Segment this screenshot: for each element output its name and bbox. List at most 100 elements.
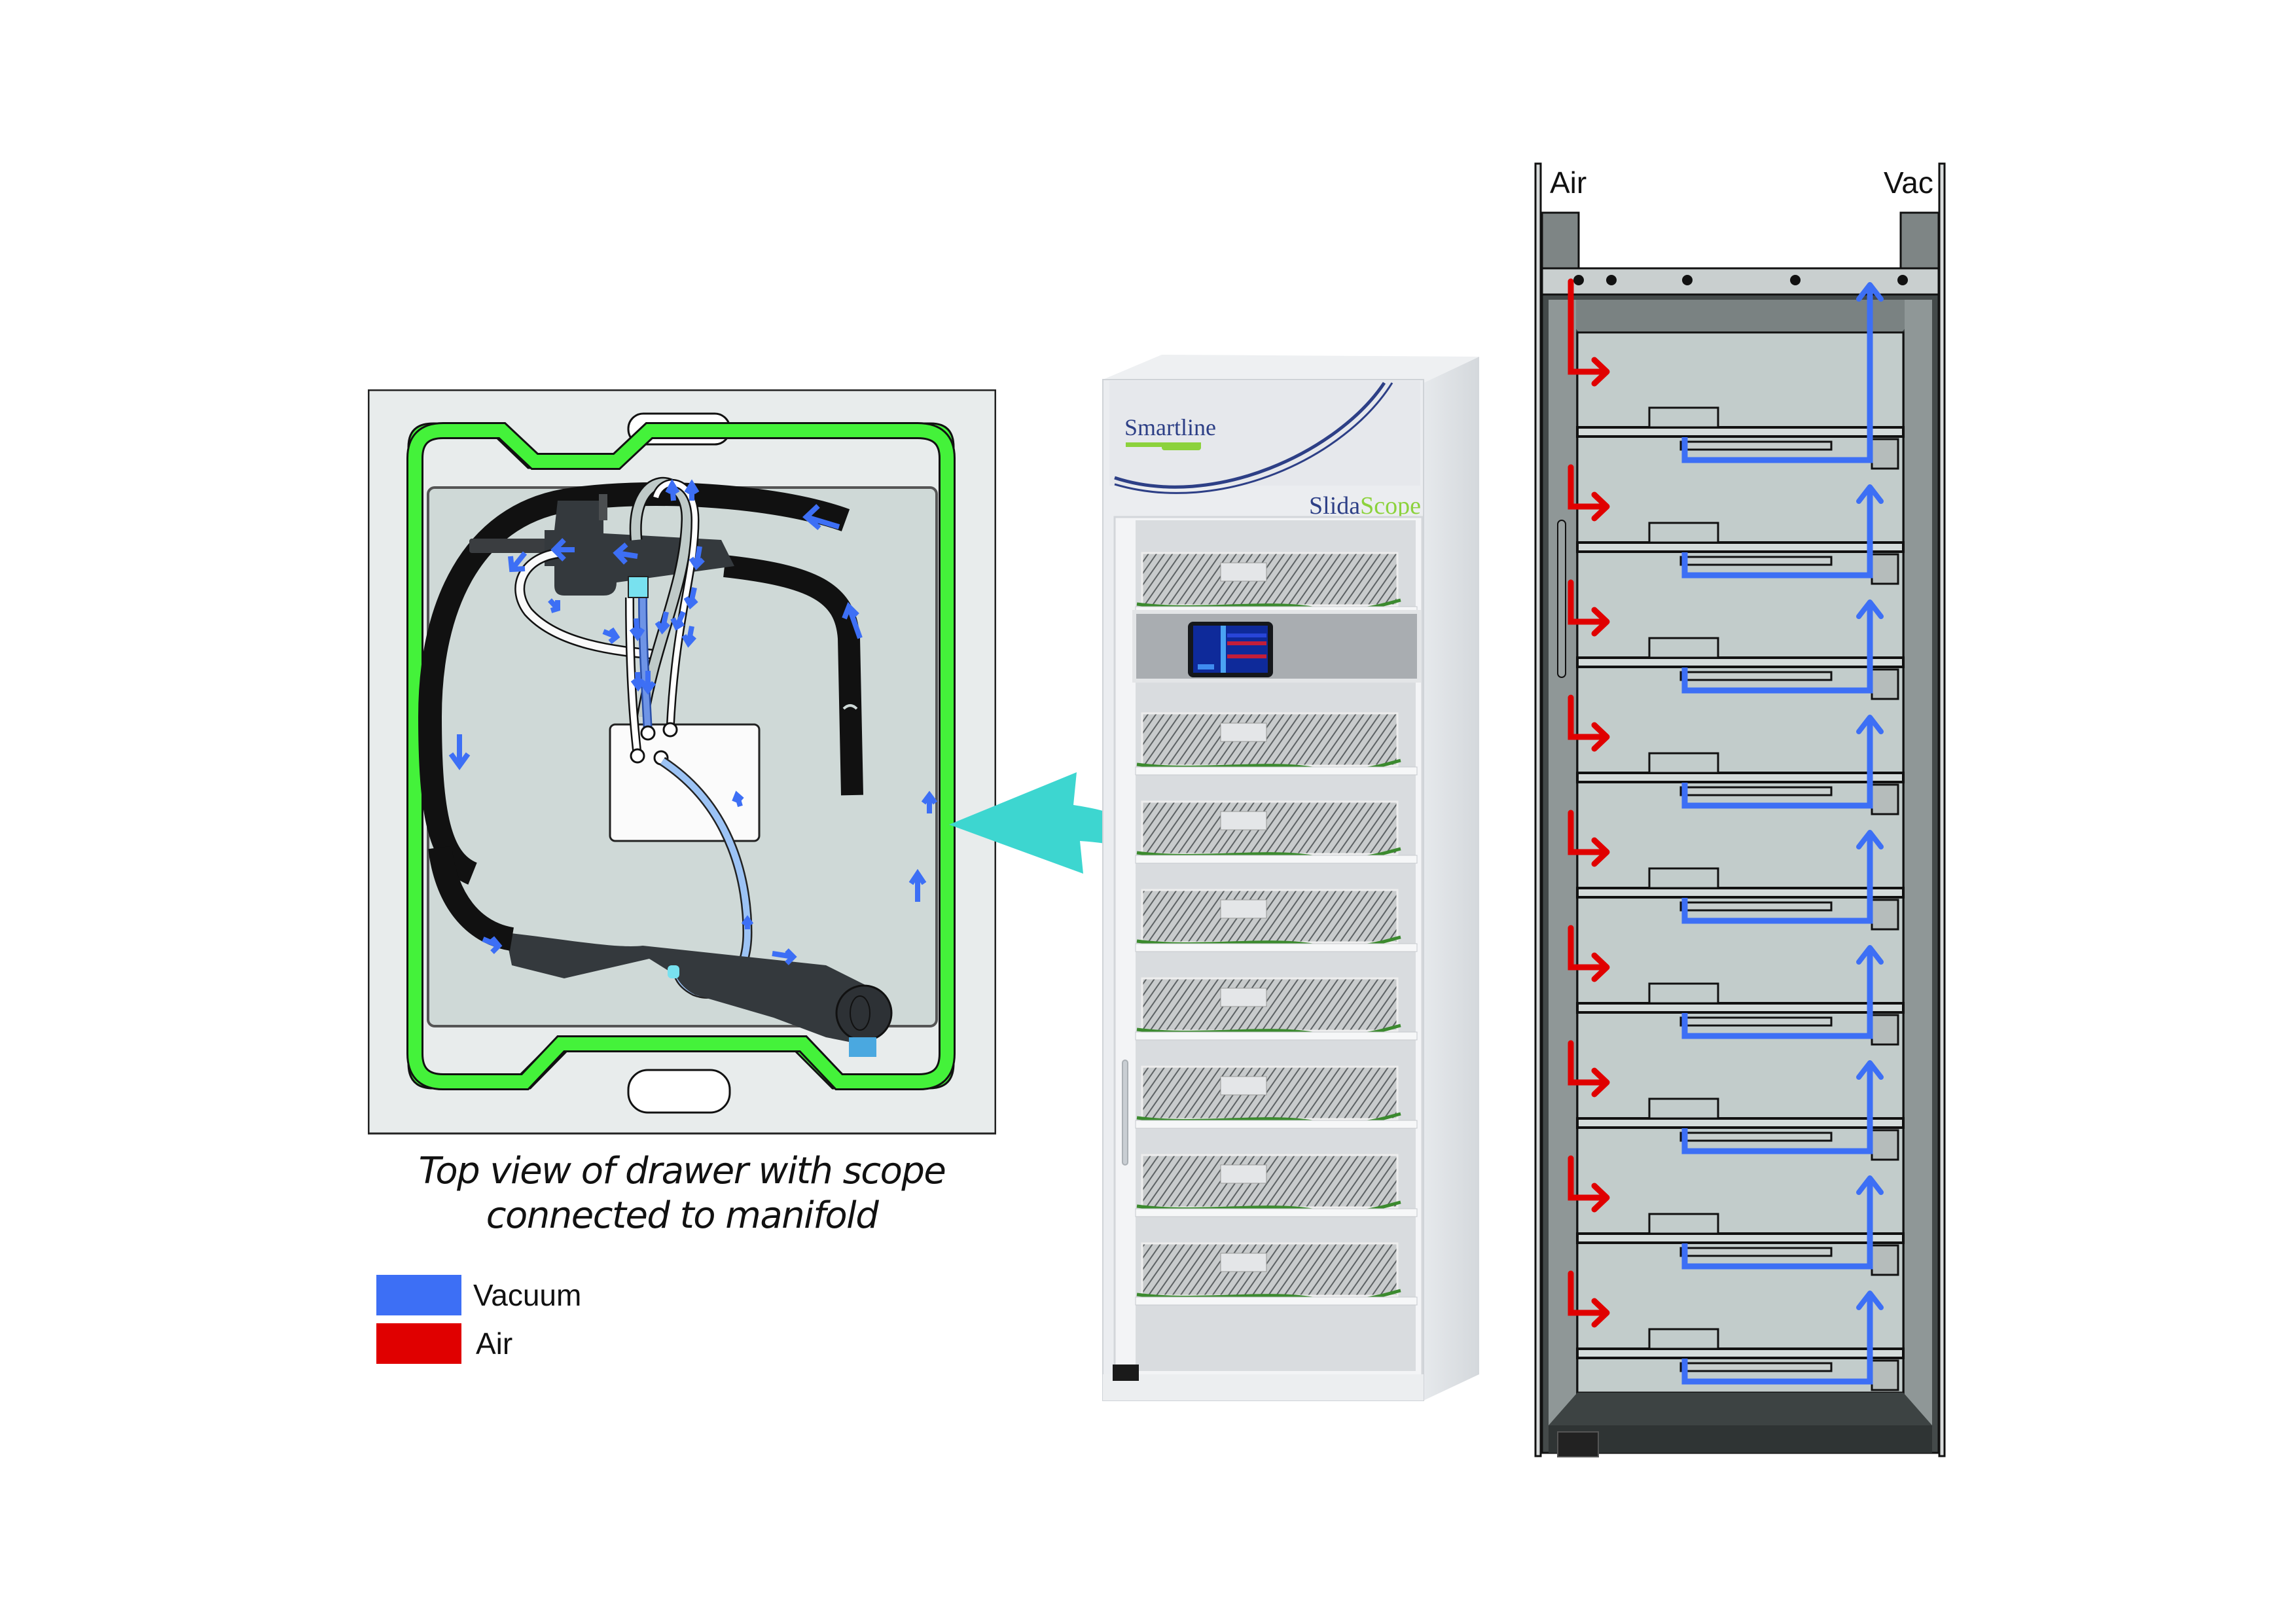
- drawer-caption-line2: connected to manifold: [486, 1194, 879, 1237]
- door-handle[interactable]: [1122, 1060, 1128, 1166]
- flow-arrow: [684, 479, 700, 501]
- vac-flow-arrow: [1681, 1175, 1884, 1270]
- gasket-fill: [408, 424, 954, 1088]
- flow-arrow: [842, 601, 863, 639]
- flow-arrow: [921, 791, 938, 813]
- bottom-handle-slot: [627, 1069, 731, 1114]
- legend-swatch-vacuum: [376, 1275, 461, 1315]
- flow-arrow: [802, 504, 840, 531]
- frame-right-rail: [1938, 162, 1946, 1457]
- drawer-manifold: [1648, 982, 1719, 1005]
- vac-flow-arrow: [1681, 715, 1884, 809]
- vac-flow-arrow: [1681, 484, 1884, 579]
- knob-connector: [849, 1037, 876, 1057]
- legend-swatch-air: [376, 1323, 461, 1364]
- cabinet-header: [1109, 381, 1420, 486]
- cabinet-drawer[interactable]: [1135, 1065, 1418, 1129]
- cabinet-drawer[interactable]: [1135, 889, 1418, 952]
- top-bevel: [1549, 300, 1932, 332]
- air-flow-arrow: [1568, 925, 1610, 982]
- power-switch: [1557, 1431, 1599, 1457]
- control-panel-bezel: [1132, 610, 1421, 683]
- flow-arrow: [655, 611, 670, 635]
- drawer-manifold: [1648, 867, 1719, 889]
- flow-arrow: [772, 948, 797, 965]
- tube-valve: [599, 494, 607, 520]
- air-flow-arrow: [1568, 1270, 1610, 1328]
- legend-item-vacuum: Vacuum: [376, 1275, 581, 1315]
- manifold-port: [630, 748, 645, 764]
- curved-arrow-icon: [949, 772, 1201, 902]
- flow-arrow: [670, 611, 686, 631]
- cabinet-svg: Smartline SlidaScope: [1102, 355, 1479, 1401]
- manifold-holes: [1573, 275, 1908, 285]
- flow-arrow: [908, 868, 927, 902]
- cabinet-drawer[interactable]: [1135, 800, 1418, 864]
- air-flow-arrow: [1568, 1040, 1610, 1097]
- drawer-manifold: [1648, 1097, 1719, 1120]
- cabinet-top: [1103, 355, 1479, 383]
- drawer-hose: [1679, 671, 1833, 681]
- drawer-manifold: [1648, 637, 1719, 659]
- header-swoosh: [1114, 382, 1386, 489]
- vac-flow-arrow: [1681, 599, 1884, 694]
- drawer-manifold: [1648, 1328, 1719, 1350]
- scope-bend-tube: [428, 846, 514, 951]
- vac-flow-arrow: [1681, 1291, 1884, 1385]
- tube-connector: [628, 576, 649, 598]
- flow-arrow: [629, 618, 645, 641]
- flow-arrow: [550, 538, 575, 562]
- cabinet-drawer[interactable]: [1135, 977, 1418, 1041]
- flow-arrow: [613, 542, 638, 565]
- schematic-drawer: [1576, 1097, 1905, 1161]
- air-flow-arrow: [1568, 810, 1610, 867]
- flow-arrow: [630, 671, 646, 692]
- cabinet-illustration: Smartline SlidaScope: [1096, 353, 1489, 1407]
- brand-logo: Smartline: [1124, 414, 1216, 440]
- cabinet-drawer[interactable]: [1135, 1154, 1418, 1217]
- product-name: SlidaScope: [1309, 492, 1421, 520]
- schematic-drawer: [1576, 406, 1905, 470]
- flow-arrow: [482, 936, 503, 954]
- vac-flow-arrow: [1681, 830, 1884, 924]
- cabinet-drawer[interactable]: [1135, 552, 1418, 615]
- flow-arrows: [448, 478, 938, 965]
- frame-left-rail: [1534, 162, 1542, 1457]
- schematic-drawer: [1576, 522, 1905, 585]
- flow-arrow: [683, 587, 698, 610]
- legend-label-air: Air: [476, 1327, 513, 1361]
- zoom-connector-arrow: [942, 759, 1217, 916]
- vac-flow-arrow: [1681, 282, 1884, 463]
- drawer-manifold: [1648, 1213, 1719, 1235]
- air-flow-arrow: [1568, 694, 1610, 752]
- cabinet-drawer[interactable]: [1135, 1242, 1418, 1306]
- drawer-hose: [1679, 901, 1833, 912]
- schematic-drawer: [1576, 1328, 1905, 1391]
- schematic-drawer: [1576, 982, 1905, 1046]
- cabinet-plinth: [1103, 1374, 1424, 1400]
- drawer-manifold: [1648, 406, 1719, 429]
- drawer-manifold: [1648, 522, 1719, 544]
- airflow-schematic: [1532, 157, 1950, 1466]
- air-flow-arrow: [1568, 464, 1610, 522]
- scope-handle-body: [505, 933, 882, 1044]
- flow-arrow: [508, 551, 528, 573]
- manifold-port: [662, 722, 678, 738]
- air-inlet-label: Air: [1550, 166, 1587, 200]
- drawer-hose: [1679, 1132, 1833, 1142]
- schematic-svg: [1534, 162, 1946, 1457]
- flow-arrow: [665, 478, 680, 501]
- schematic-drawer: [1576, 752, 1905, 815]
- cabinet-drawer[interactable]: [1135, 712, 1418, 776]
- flow-arrow: [741, 915, 754, 929]
- flow-arrow: [602, 627, 620, 645]
- cabinet-side: [1424, 357, 1479, 1400]
- light-blue-connector: [668, 965, 679, 978]
- scope-insertion-tube: [418, 482, 850, 885]
- schematic-drawer: [1576, 867, 1905, 931]
- legend-label-vacuum: Vacuum: [473, 1278, 582, 1312]
- drawer-hose: [1679, 1247, 1833, 1257]
- cabinet-power-switch: [1113, 1364, 1139, 1381]
- door-handle: [1557, 520, 1566, 678]
- legend-item-air: Air: [376, 1323, 512, 1364]
